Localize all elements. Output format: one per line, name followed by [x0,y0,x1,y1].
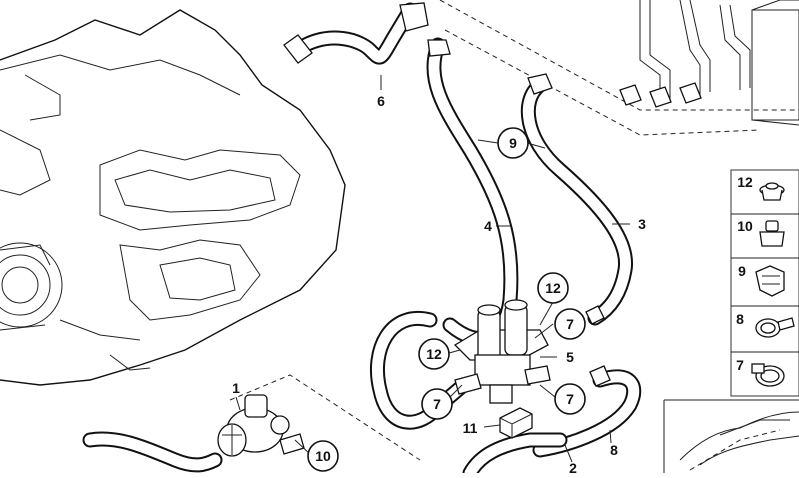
callout-3: 3 [638,216,646,232]
clip-bracket-icon [755,265,785,297]
grommet-icon [759,182,785,201]
hose-3 [520,73,634,326]
legend-number-8: 8 [736,311,744,327]
heater-pipe-assembly [439,0,799,136]
callout-9-circle [497,127,529,159]
callout-7a-circle [554,308,586,340]
legend-number-9: 9 [738,263,746,279]
legend-number-7: 7 [736,357,744,373]
callout-11: 11 [463,420,478,436]
callout-4: 4 [484,218,492,234]
car-silhouette [663,399,799,473]
hose-8 [532,365,642,458]
callout-10-circle [307,440,339,472]
parts-legend: 12 10 9 8 7 [730,169,799,397]
callout-8: 8 [610,442,618,458]
callout-12b: 12 [426,346,442,362]
legend-number-12: 12 [737,174,753,190]
callout-1: 1 [232,380,240,396]
callout-12a: 12 [545,280,561,296]
leader-lines [235,75,630,463]
callout-12b-circle [418,338,450,370]
callout-7b: 7 [433,396,441,412]
callout-7a: 7 [566,316,574,332]
hose-clamp-icon [755,317,795,338]
callout-9: 9 [509,135,517,151]
lower-left-hose [82,431,223,473]
callout-5: 5 [566,349,574,365]
callout-12a-circle [537,272,569,304]
valve-cap-icon [759,220,785,247]
hose-6 [283,2,429,65]
legend-number-10: 10 [737,218,753,234]
engine-block [0,9,346,386]
callout-7c: 7 [566,391,574,407]
lower-loop-hose [369,311,468,430]
callout-7c-circle [554,383,586,415]
worm-clamp-icon [751,363,785,387]
callout-10: 10 [315,448,331,464]
water-valve [453,299,551,404]
callout-2: 2 [569,460,577,473]
hose-2 [462,432,568,478]
callout-6: 6 [377,93,385,109]
callout-7b-circle [421,388,453,420]
hose-4 [426,37,519,347]
water-pump [217,374,421,461]
connector-11 [499,407,533,439]
